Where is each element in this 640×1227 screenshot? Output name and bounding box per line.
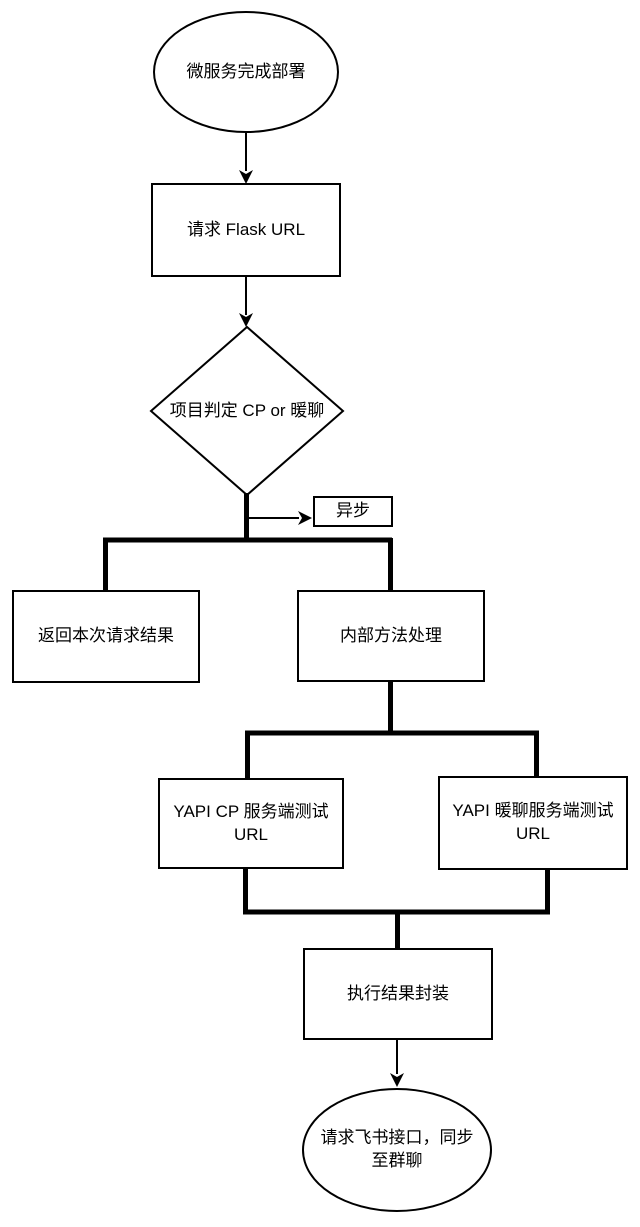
node-package-result-label: 执行结果封装 bbox=[347, 983, 449, 1003]
node-flask-label: 请求 Flask URL bbox=[186, 219, 306, 239]
node-yapi-nuanliao: YAPI 暖聊服务端测试 URL bbox=[438, 776, 628, 870]
node-end: 请求飞书接口，同步至群聊 bbox=[302, 1088, 492, 1212]
arrowhead-package-to-end bbox=[390, 1073, 404, 1087]
node-async: 异步 bbox=[313, 496, 393, 527]
node-start: 微服务完成部署 bbox=[153, 11, 339, 133]
node-yapi-cp: YAPI CP 服务端测试 URL bbox=[158, 778, 344, 869]
node-yapi-nuanliao-label: YAPI 暖聊服务端测试 URL bbox=[452, 801, 614, 843]
node-return-result-label: 返回本次请求结果 bbox=[38, 626, 174, 646]
node-async-label: 异步 bbox=[336, 501, 370, 521]
node-flask: 请求 Flask URL bbox=[151, 183, 341, 277]
node-yapi-cp-label: YAPI CP 服务端测试 URL bbox=[173, 801, 329, 844]
arrowhead-decision-to-async bbox=[298, 511, 312, 525]
arrowhead-flask-to-decision bbox=[239, 313, 253, 327]
node-internal-method: 内部方法处理 bbox=[297, 590, 485, 682]
arrowhead-start-to-flask bbox=[239, 170, 253, 184]
node-internal-method-label: 内部方法处理 bbox=[340, 625, 442, 645]
node-start-label: 微服务完成部署 bbox=[186, 61, 306, 81]
node-end-label: 请求飞书接口，同步至群聊 bbox=[320, 1128, 474, 1170]
node-decision-label: 项目判定 CP or 暖聊 bbox=[169, 400, 325, 420]
node-package-result: 执行结果封装 bbox=[303, 948, 493, 1040]
node-return-result: 返回本次请求结果 bbox=[12, 590, 200, 683]
node-decision: 项目判定 CP or 暖聊 bbox=[151, 327, 343, 495]
